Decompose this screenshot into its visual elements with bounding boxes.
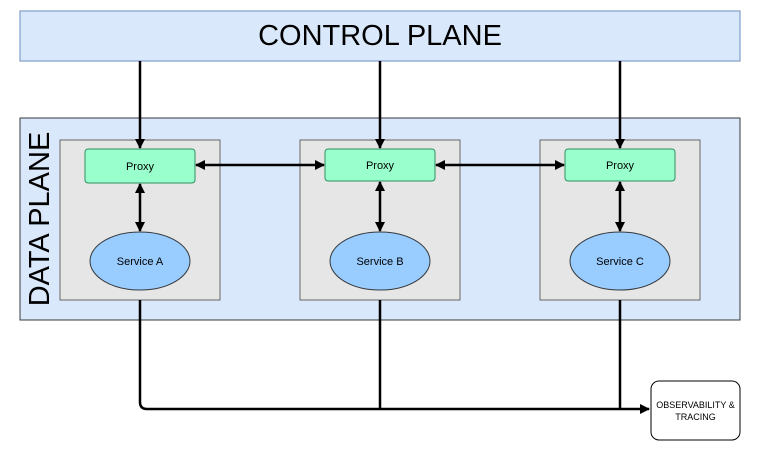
service-a-ellipse xyxy=(89,231,191,291)
control-plane-label: CONTROL PLANE xyxy=(258,20,502,52)
service-a-label: Service A xyxy=(117,256,164,268)
observability-box xyxy=(650,380,741,441)
observability-node: OBSERVABILITY & TRACING xyxy=(650,380,741,441)
node-a-telemetry-line xyxy=(138,300,650,414)
service-c-ellipse xyxy=(569,231,671,291)
proxy-c-label: Proxy xyxy=(606,160,635,172)
data-plane-label: DATA PLANE xyxy=(24,132,56,307)
observability-label-line2: TRACING xyxy=(675,412,716,422)
proxy-a-label: Proxy xyxy=(126,161,155,173)
observability-label-line1: OBSERVABILITY & xyxy=(656,400,735,410)
service-b-ellipse xyxy=(329,231,431,291)
service-c-label: Service C xyxy=(596,256,644,268)
node-c: Proxy Service C xyxy=(539,139,701,301)
service-b-label: Service B xyxy=(356,256,403,268)
control-plane-box xyxy=(19,10,741,62)
control-plane: CONTROL PLANE xyxy=(19,10,741,62)
proxy-b-label: Proxy xyxy=(366,160,395,172)
